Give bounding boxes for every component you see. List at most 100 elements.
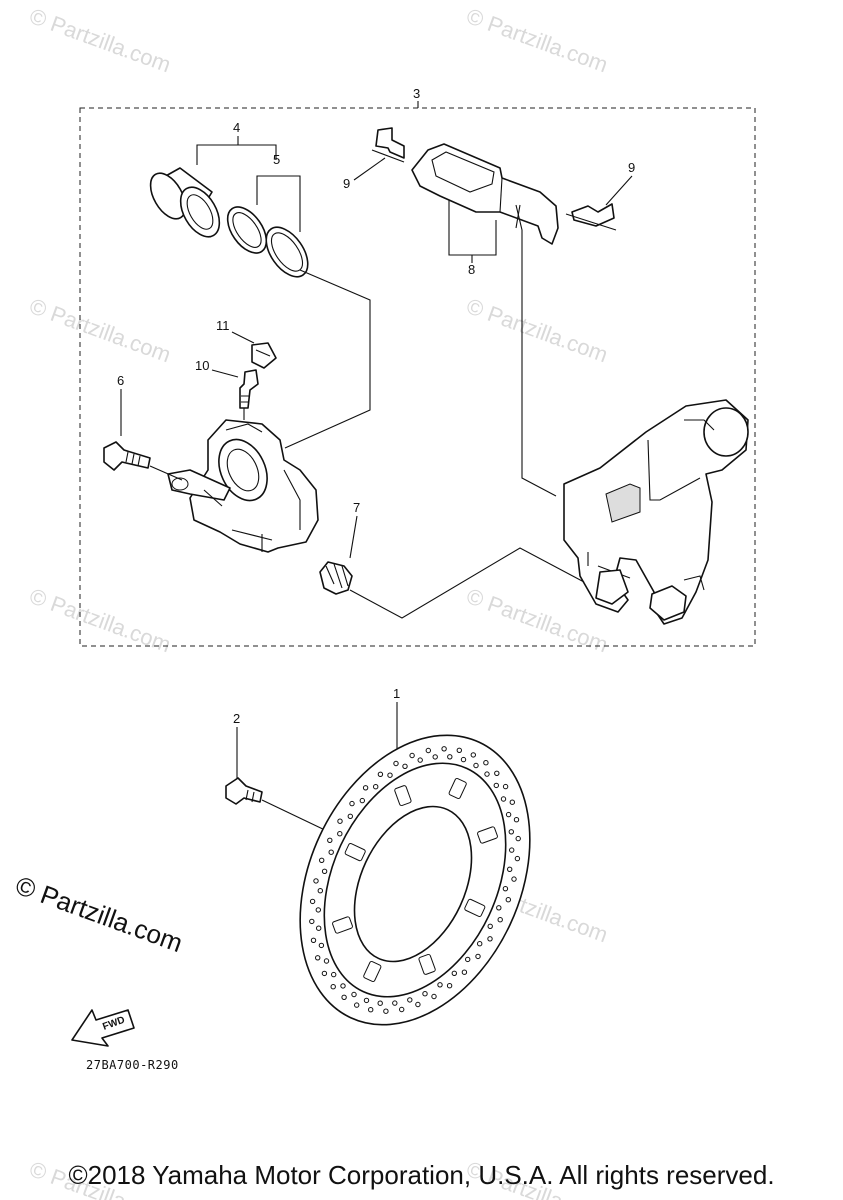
disc-hole — [313, 878, 319, 884]
disc-hole — [377, 771, 384, 777]
disc-hole — [422, 991, 428, 997]
pad-spring-left — [371, 127, 405, 163]
disc-hole — [310, 937, 317, 943]
callout-7: 7 — [353, 500, 360, 515]
disc-hole — [515, 835, 521, 842]
disc-hole — [373, 784, 379, 790]
disc-hole — [456, 747, 462, 753]
disc-hole — [327, 837, 333, 843]
disc-hole — [502, 783, 509, 790]
disc-hole — [500, 796, 507, 802]
watermark-tile: © Partzilla.com — [463, 293, 611, 367]
disc-hole — [321, 868, 328, 874]
disc-hole — [337, 831, 343, 837]
disc-hole — [349, 800, 355, 807]
disc-hole — [383, 1008, 389, 1014]
disc-hole — [337, 818, 343, 824]
disc-hole — [409, 752, 415, 759]
disc-hole — [461, 969, 468, 975]
disc-hole — [328, 849, 334, 855]
disc-hole — [502, 886, 509, 892]
disc-hole — [446, 983, 453, 989]
disc-hole — [315, 907, 321, 913]
disc-hole — [473, 762, 479, 769]
disc-window — [477, 826, 498, 844]
disc-hole — [323, 958, 330, 964]
disc-hole — [359, 797, 365, 804]
assembly-lines — [149, 204, 585, 619]
brake-disc — [299, 734, 531, 1026]
disc-hole — [432, 754, 438, 760]
disc-hole — [347, 813, 353, 819]
disc-window — [363, 960, 382, 983]
callout-1: 1 — [393, 686, 400, 701]
diagram-code: 27BA700-R290 — [86, 1058, 179, 1072]
disc-hole — [407, 997, 413, 1003]
callout-2: 2 — [233, 711, 240, 726]
disc-hole — [465, 956, 471, 963]
callout-3: 3 — [413, 86, 420, 101]
callouts: 3 4 5 9 9 8 11 10 6 7 1 2 — [117, 86, 635, 778]
disc-hole — [330, 984, 336, 990]
disc-hole — [497, 917, 503, 923]
disc-hole — [441, 746, 447, 752]
caliper-bolt — [103, 441, 151, 471]
disc-hole — [399, 1006, 405, 1013]
disc-hole — [341, 994, 347, 1000]
disc-hole — [514, 855, 521, 862]
disc-hole — [437, 982, 443, 988]
disc-hole — [509, 799, 515, 805]
disc-hole — [425, 747, 431, 754]
caliper-body — [167, 419, 319, 553]
disc-hole — [387, 772, 393, 778]
disc-window — [448, 777, 467, 800]
disc-hole — [477, 941, 483, 947]
disc-hole — [377, 1000, 383, 1006]
brake-pads — [411, 143, 559, 245]
disc-hole — [494, 770, 500, 776]
disc-hole — [368, 1007, 374, 1013]
disc-hole — [431, 993, 437, 1000]
copyright-notice: ©2018 Yamaha Motor Corporation, U.S.A. A… — [68, 1160, 775, 1190]
disc-hole — [321, 970, 328, 977]
disc-hole — [451, 970, 457, 976]
disc-hole — [508, 829, 514, 835]
disc-hole — [351, 991, 357, 998]
disc-window — [418, 953, 436, 975]
callout-11: 11 — [216, 318, 230, 333]
callout-8: 8 — [468, 262, 475, 277]
disc-window — [394, 785, 412, 807]
disc-hole — [331, 971, 337, 978]
callout-10: 10 — [195, 358, 209, 373]
disc-hole — [309, 918, 315, 925]
disc-hole — [487, 936, 493, 942]
disc-hole — [354, 1002, 360, 1008]
pad-spring-right — [565, 203, 617, 231]
piston-seals — [226, 206, 309, 278]
disc-hole — [460, 756, 467, 763]
disc-hole — [505, 897, 511, 903]
watermark-tile: © Partzilla.com — [26, 293, 174, 367]
slide-pin-boot — [319, 561, 353, 595]
disc-hole — [470, 752, 476, 758]
disc-hole — [496, 905, 502, 911]
disc-hole — [317, 888, 323, 894]
disc-hole — [447, 754, 453, 760]
disc-hole — [363, 997, 370, 1004]
disc-hole — [393, 760, 399, 767]
callout-5: 5 — [273, 152, 280, 167]
callout-9-left: 9 — [343, 176, 350, 191]
disc-hole — [507, 866, 513, 872]
piston — [149, 167, 221, 238]
disc-hole — [509, 847, 515, 853]
disc-hole — [316, 925, 322, 931]
caliper-bracket — [563, 399, 749, 625]
disc-hole — [475, 953, 481, 960]
disc-hole — [340, 983, 346, 989]
disc-window — [332, 916, 353, 934]
disc-window — [344, 843, 366, 862]
disc-hole — [309, 898, 316, 905]
forward-arrow-icon: FWD — [71, 1009, 135, 1047]
disc-hole — [402, 763, 408, 769]
